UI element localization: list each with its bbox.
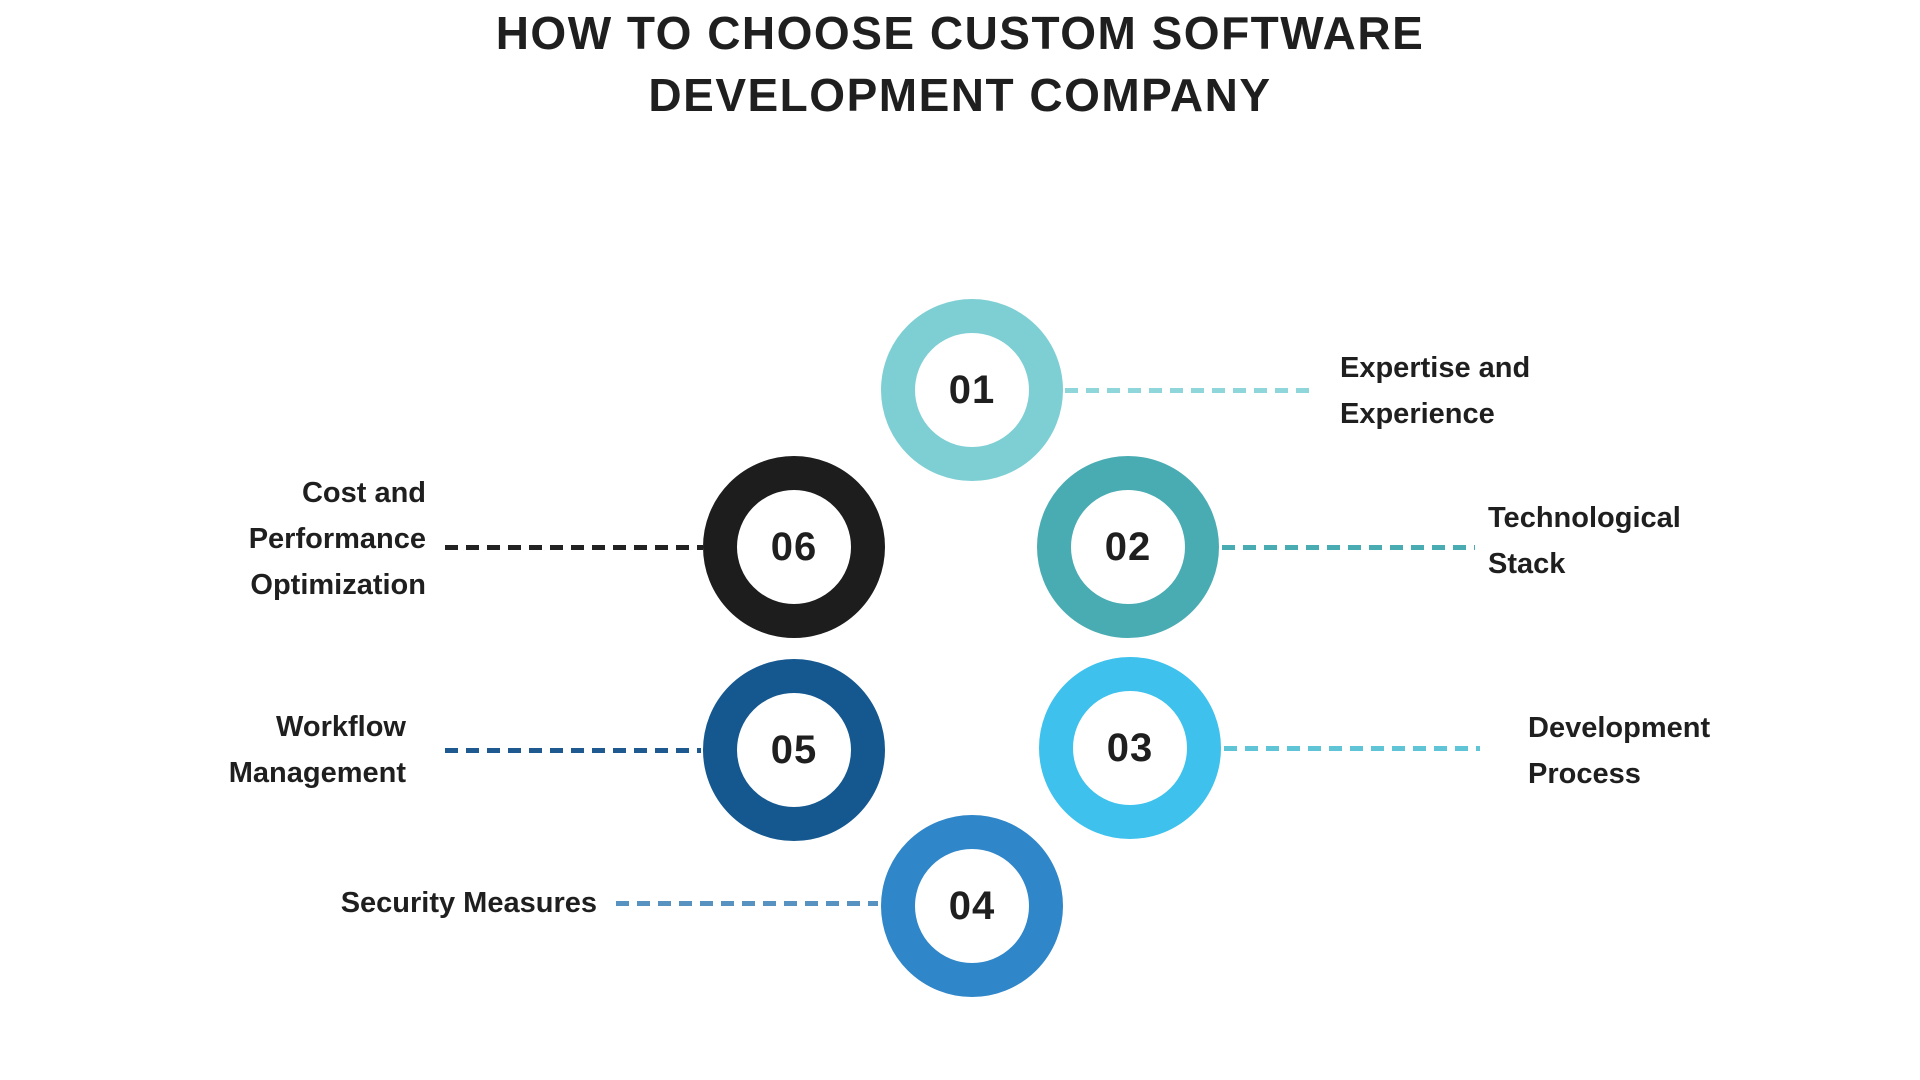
title-line-2: DEVELOPMENT COMPANY: [648, 69, 1272, 121]
step-01-number: 01: [948, 367, 996, 412]
step-01-ring: 01: [881, 299, 1063, 481]
step-03-number: 03: [1106, 725, 1154, 770]
step-02-number: 02: [1104, 524, 1152, 569]
infographic-title: HOW TO CHOOSE CUSTOM SOFTWARE DEVELOPMEN…: [0, 2, 1920, 126]
step-04-label-security-measures: Security Measures: [340, 887, 597, 919]
step-02-ring: 02: [1037, 456, 1219, 638]
step-02-connector-line: [1222, 545, 1475, 550]
step-05-number: 05: [770, 727, 818, 772]
step-05-label-workflow-management: Workflow Management: [228, 711, 406, 789]
step-06-connector-line: [445, 545, 703, 550]
step-04-ring: 04: [881, 815, 1063, 997]
step-05-connector-line: [445, 748, 701, 753]
step-01-label-expertise-and-experience: Expertise and Experience: [1340, 352, 1531, 430]
step-04-connector-line: [616, 901, 878, 906]
step-06-ring: 06: [703, 456, 885, 638]
title-line-1: HOW TO CHOOSE CUSTOM SOFTWARE: [495, 7, 1425, 59]
step-03-ring: 03: [1039, 657, 1221, 839]
step-05-ring: 05: [703, 659, 885, 841]
step-06-label-cost-and-performance-optimization: Cost and Performance Optimization: [248, 477, 426, 601]
step-06-number: 06: [770, 524, 818, 569]
step-03-connector-line: [1224, 746, 1480, 751]
step-02-label-technological-stack: Technological Stack: [1488, 502, 1681, 580]
step-04-number: 04: [948, 883, 996, 928]
step-03-label-development-process: Development Process: [1528, 712, 1711, 790]
step-01-connector-line: [1065, 388, 1315, 393]
